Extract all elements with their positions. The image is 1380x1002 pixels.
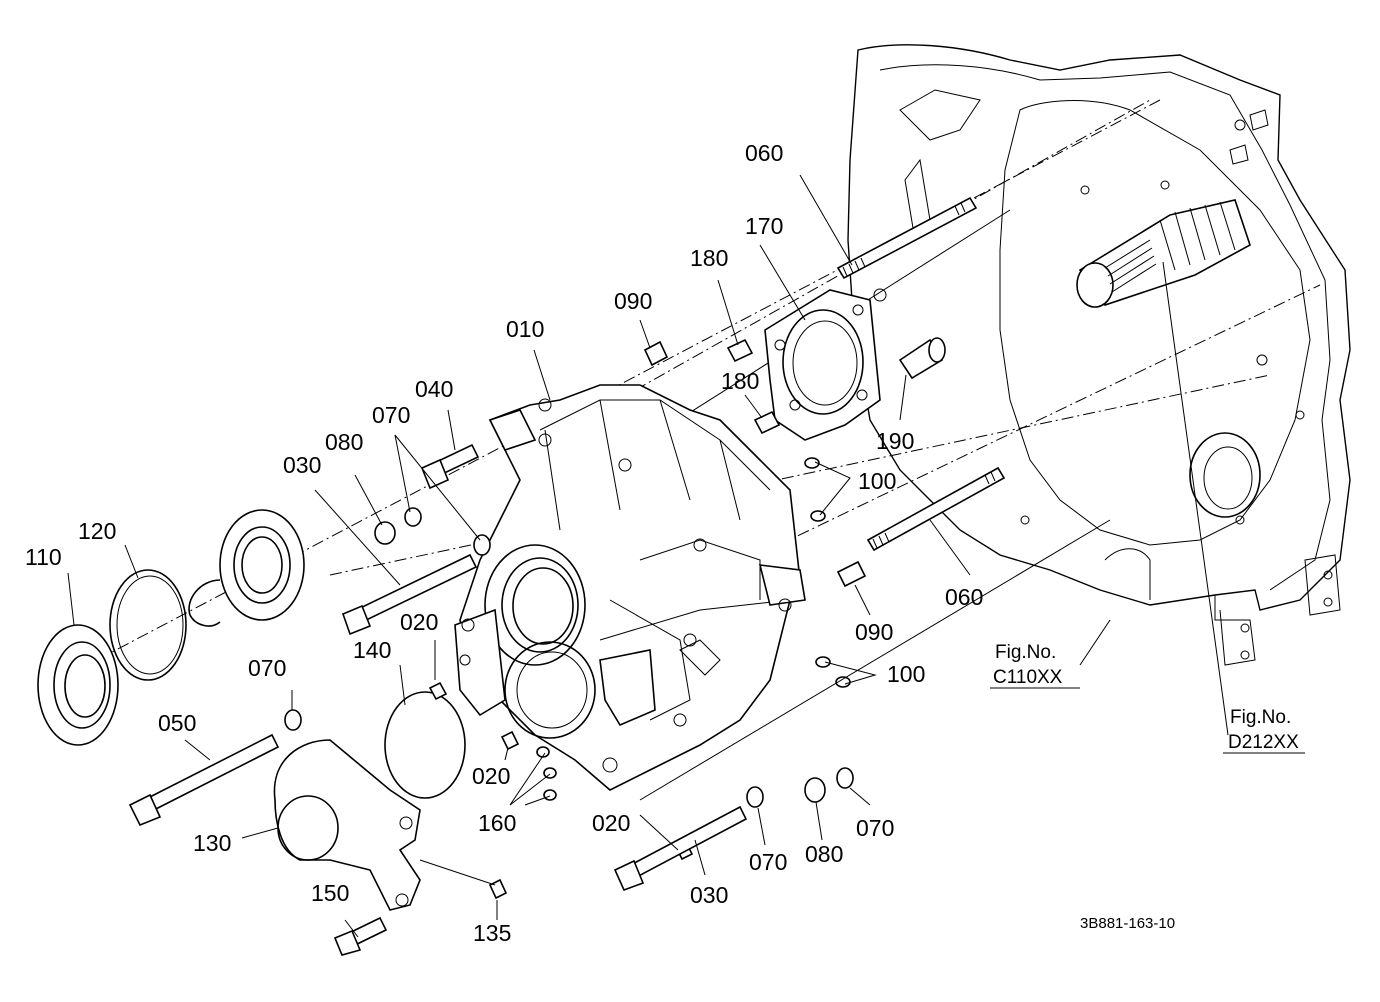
part-number-labels: 060 170 180 090 010 180 040 070 080 190 …: [25, 140, 983, 946]
label-070-right: 070: [856, 815, 894, 841]
label-160: 160: [478, 810, 516, 836]
o-ring-160-a: [536, 746, 550, 758]
washer-070-right: [836, 767, 854, 789]
label-010: 010: [506, 316, 544, 342]
label-070-upper: 070: [372, 402, 410, 428]
bearing: [219, 509, 305, 621]
snap-ring-c: [188, 579, 221, 627]
screw-020-a: [428, 681, 448, 701]
label-190: 190: [876, 428, 914, 454]
label-140: 140: [353, 637, 391, 663]
part-170-plate: [764, 289, 881, 441]
fig-ref-code: C110XX: [993, 667, 1063, 688]
washer-070-upper: [404, 507, 422, 527]
label-020-upper: 020: [400, 609, 438, 635]
label-130: 130: [193, 830, 231, 856]
screw-020-b: [500, 730, 520, 751]
bolt-030-lower: [613, 805, 748, 892]
label-150: 150: [311, 880, 349, 906]
washer-070-lower: [746, 786, 764, 808]
figure-reference-d212xx[interactable]: Fig.No. D212XX: [1223, 707, 1305, 754]
stud-060-upper: [836, 196, 978, 280]
label-180-upper: 180: [690, 245, 728, 271]
label-080-upper: 080: [325, 429, 363, 455]
bolt-150: [333, 916, 388, 956]
label-020-lower: 020: [592, 810, 630, 836]
transmission-cover: [454, 384, 806, 791]
label-030-lower: 030: [690, 882, 728, 908]
label-020-middle: 020: [472, 763, 510, 789]
label-090-upper: 090: [614, 288, 652, 314]
label-060-lower: 060: [945, 584, 983, 610]
label-170: 170: [745, 213, 783, 239]
label-070-lower: 070: [749, 849, 787, 875]
o-ring-160-c: [543, 789, 557, 801]
label-070-left: 070: [248, 655, 286, 681]
label-050: 050: [158, 710, 196, 736]
plug-135: [488, 878, 508, 900]
label-100-lower: 100: [887, 661, 925, 687]
label-080-lower: 080: [805, 841, 843, 867]
label-135: 135: [473, 920, 511, 946]
bolt-050: [128, 733, 280, 827]
plug-190: [898, 337, 946, 380]
nut-080-lower: [804, 777, 826, 803]
stud-060-lower: [866, 466, 1006, 552]
seal-110: [37, 624, 119, 746]
label-090-lower: 090: [855, 619, 893, 645]
fig-ref-prefix: Fig.No.: [995, 642, 1056, 663]
label-040: 040: [415, 376, 453, 402]
o-ring-160-b: [543, 767, 557, 779]
washer-070-left: [284, 709, 302, 731]
drawing-code: 3B881-163-10: [1080, 915, 1175, 932]
label-180-lower: 180: [721, 368, 759, 394]
fig-ref-prefix: Fig.No.: [1230, 707, 1291, 728]
bolt-030-upper: [341, 553, 478, 636]
washer-070-mid: [473, 534, 491, 556]
snap-ring-120: [109, 569, 187, 681]
bolt-040: [420, 443, 480, 490]
label-030-upper: 030: [283, 452, 321, 478]
label-120: 120: [78, 518, 116, 544]
o-ring-100-c: [815, 656, 831, 668]
label-060-upper: 060: [745, 140, 783, 166]
figure-reference-c110xx[interactable]: Fig.No. C110XX: [990, 642, 1080, 689]
o-ring-100-a: [804, 457, 820, 469]
label-100-upper: 100: [858, 468, 896, 494]
o-ring-140: [384, 691, 466, 799]
housing-130: [273, 739, 421, 911]
o-ring-100-b: [810, 510, 826, 522]
pin-090-lower: [836, 560, 867, 588]
label-110: 110: [25, 544, 62, 570]
pin-090-upper: [643, 340, 669, 367]
nut-080-upper: [374, 521, 396, 545]
pin-180-upper: [726, 338, 754, 363]
transmission-case: [847, 44, 1351, 666]
leader-lines: [67, 174, 1229, 938]
fig-ref-code: D212XX: [1228, 732, 1299, 753]
